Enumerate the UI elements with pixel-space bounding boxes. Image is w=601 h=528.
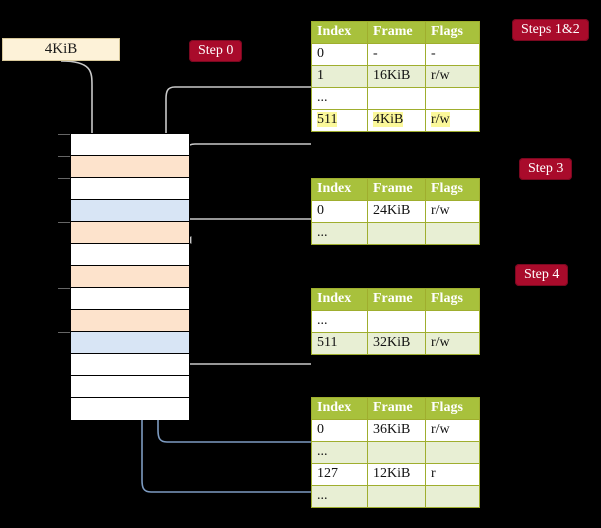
table-cell: ... xyxy=(311,310,368,333)
table-cell: 0 xyxy=(311,43,368,66)
table-cell: 511 xyxy=(311,332,368,355)
physical-memory-column xyxy=(70,133,190,420)
table-cell: r/w xyxy=(425,109,480,132)
wire-table2-row0 xyxy=(175,218,311,266)
table-cell: 1 xyxy=(311,65,368,88)
table-cell: 4KiB xyxy=(367,109,426,132)
memory-frame-cell xyxy=(71,156,189,178)
table-cell: ... xyxy=(311,87,368,110)
table-row: ... xyxy=(311,222,480,245)
table-cell: ... xyxy=(311,485,368,508)
step-label-4: Step 4 xyxy=(515,264,569,286)
memory-tick xyxy=(58,288,72,289)
virtual-page-box: 4KiB xyxy=(2,38,120,61)
memory-tick xyxy=(58,332,72,333)
table-cell: r xyxy=(425,463,480,486)
column-header: Frame xyxy=(367,21,426,44)
column-header: Index xyxy=(311,288,368,311)
table-cell: 12KiB xyxy=(367,463,426,486)
table-row: 0-- xyxy=(311,43,480,66)
step-label-3: Step 3 xyxy=(519,158,573,180)
memory-frame-cell xyxy=(71,134,189,156)
table-cell: ... xyxy=(311,222,368,245)
table-cell xyxy=(367,441,426,464)
table-cell: - xyxy=(425,43,480,66)
highlighted-value: r/w xyxy=(431,112,450,127)
memory-frame-cell xyxy=(71,222,189,244)
step-label-1-2: Steps 1&2 xyxy=(512,19,589,41)
table-cell: 36KiB xyxy=(367,419,426,442)
table-cell xyxy=(425,310,480,333)
table-cell xyxy=(367,222,426,245)
memory-frame-cell xyxy=(71,266,189,288)
table-cell: 127 xyxy=(311,463,368,486)
memory-frame-cell xyxy=(71,332,189,354)
memory-tick xyxy=(58,178,72,179)
column-header: Frame xyxy=(367,288,426,311)
memory-frame-cell xyxy=(71,398,189,420)
step-label-0: Step 0 xyxy=(189,40,243,62)
memory-tick xyxy=(58,156,72,157)
table-cell: r/w xyxy=(425,65,480,88)
memory-tick xyxy=(58,222,72,223)
memory-frame-cell xyxy=(71,288,189,310)
table-cell xyxy=(425,441,480,464)
table-cell: 24KiB xyxy=(367,200,426,223)
table-cell: r/w xyxy=(425,200,480,223)
table-cell: ... xyxy=(311,441,368,464)
table-cell: r/w xyxy=(425,419,480,442)
table-cell: 16KiB xyxy=(367,65,426,88)
memory-frame-cell xyxy=(71,376,189,398)
column-header: Frame xyxy=(367,397,426,420)
memory-frame-cell xyxy=(71,310,189,332)
table-row: ... xyxy=(311,441,480,464)
column-header: Index xyxy=(311,397,368,420)
column-header: Index xyxy=(311,178,368,201)
wire-table1-row511 xyxy=(184,143,311,244)
table-cell xyxy=(367,485,426,508)
table-row: 511 4KiB r/w xyxy=(311,109,480,132)
highlighted-value: 4KiB xyxy=(373,112,404,127)
highlighted-value: 511 xyxy=(317,112,338,127)
table-cell: r/w xyxy=(425,332,480,355)
memory-frame-cell xyxy=(71,354,189,376)
memory-frame-cell xyxy=(71,178,189,200)
table-cell xyxy=(367,310,426,333)
table-cell xyxy=(367,87,426,110)
table-cell: - xyxy=(367,43,426,66)
table-cell: 0 xyxy=(311,419,368,442)
column-header: Flags xyxy=(425,288,480,311)
memory-frame-cell xyxy=(71,200,189,222)
table-cell: 511 xyxy=(311,109,368,132)
table-cell xyxy=(425,87,480,110)
column-header: Flags xyxy=(425,21,480,44)
column-header: Index xyxy=(311,21,368,44)
column-header: Flags xyxy=(425,178,480,201)
column-header: Flags xyxy=(425,397,480,420)
column-header: Frame xyxy=(367,178,426,201)
memory-tick xyxy=(58,134,72,135)
table-row: ... xyxy=(311,310,480,333)
table-cell xyxy=(425,222,480,245)
table-row: ... xyxy=(311,87,480,110)
table-cell xyxy=(425,485,480,508)
table-cell: 32KiB xyxy=(367,332,426,355)
memory-frame-cell xyxy=(71,244,189,266)
table-cell: 0 xyxy=(311,200,368,223)
wire-table3-row511 xyxy=(173,298,311,365)
table-row: ... xyxy=(311,485,480,508)
